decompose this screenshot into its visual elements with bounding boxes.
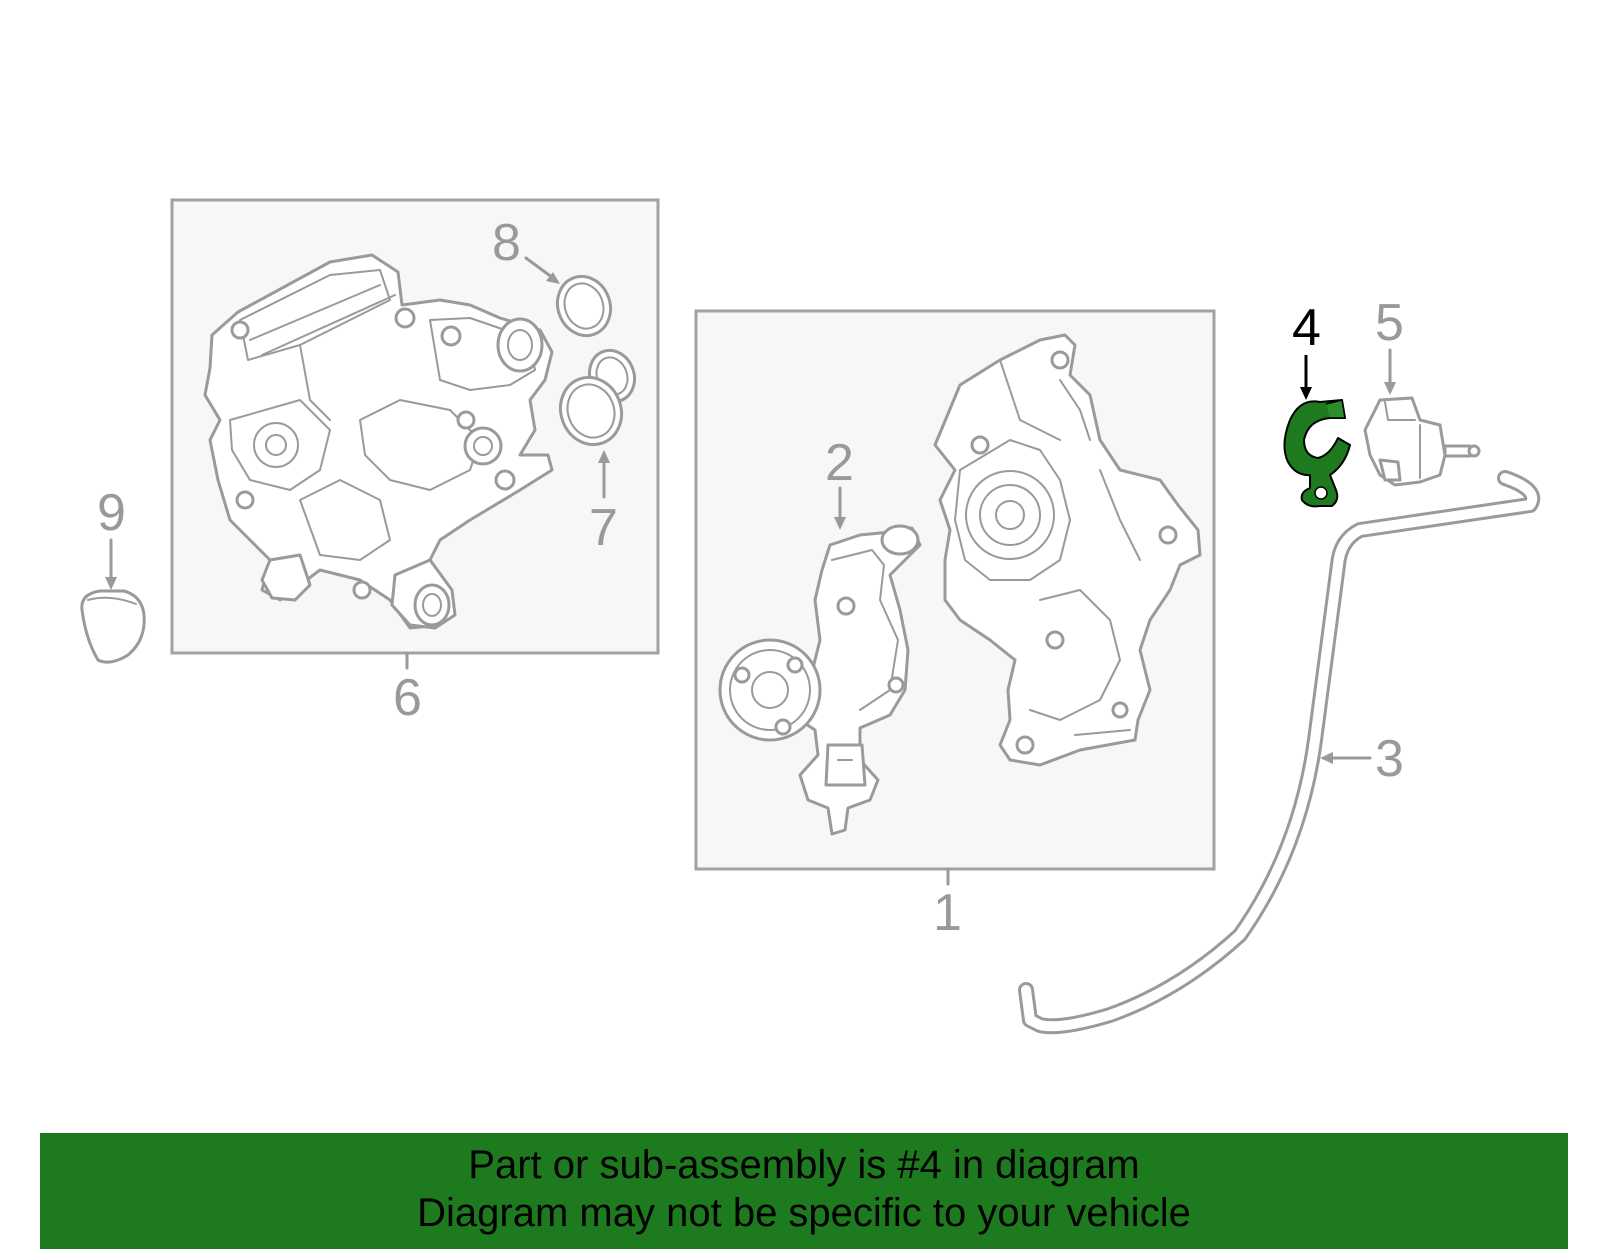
callout-8[interactable]: 8 [492,214,521,272]
clip-part-4[interactable] [1283,399,1351,508]
callout-3[interactable]: 3 [1375,730,1404,788]
callout-6[interactable]: 6 [393,669,422,727]
arrow-head-4 [1300,387,1312,400]
callout-4[interactable]: 4 [1292,299,1321,357]
arrow-head-2 [834,517,846,530]
arrow-head-5 [1384,382,1396,395]
info-banner: Part or sub-assembly is #4 in diagram Di… [40,1133,1568,1249]
valve-part-5[interactable] [1363,396,1481,487]
arrow-head-7 [598,450,610,463]
thermostat-housing-drawing[interactable] [203,253,554,630]
seal-ring-8[interactable] [549,269,618,343]
banner-line-disclaimer: Diagram may not be specific to your vehi… [417,1191,1191,1235]
callout-1[interactable]: 1 [933,884,962,942]
callout-7[interactable]: 7 [589,499,618,557]
banner-line-part: Part or sub-assembly is #4 in diagram [468,1143,1140,1187]
callout-9[interactable]: 9 [97,484,126,542]
callout-2[interactable]: 2 [825,434,854,492]
timing-cover-drawing[interactable] [933,333,1202,767]
cap-part-9[interactable] [80,589,146,664]
seal-ring-7[interactable] [551,344,641,453]
leader-line-8 [524,256,555,280]
coolant-hose-3[interactable] [1018,470,1541,1035]
arrow-head-8 [546,272,560,284]
arrow-head-3 [1320,752,1333,764]
arrow-head-9 [105,577,117,590]
callout-5[interactable]: 5 [1375,294,1404,352]
water-pump-drawing[interactable] [718,524,922,836]
